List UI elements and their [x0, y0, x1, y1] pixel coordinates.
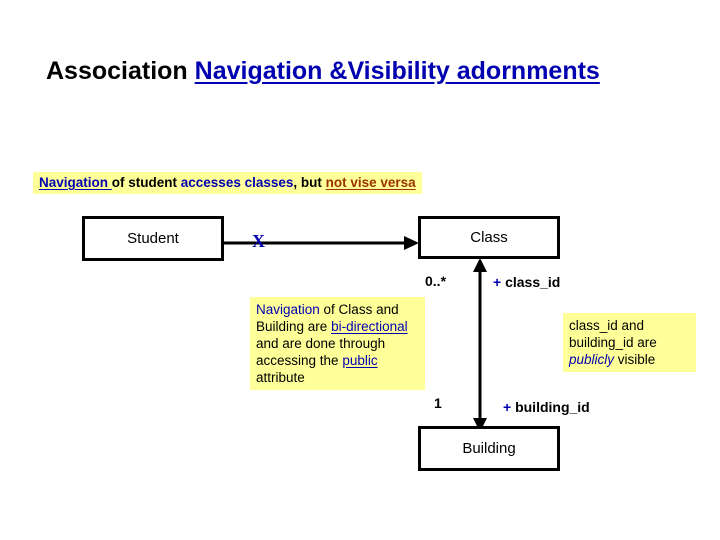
uml-class-student-label: Student	[127, 230, 179, 247]
note-left-segment-attribute: attribute	[256, 370, 305, 385]
uml-class-building[interactable]: Building	[418, 426, 560, 471]
uml-class-class[interactable]: Class	[418, 216, 560, 259]
title-text-association: Association	[46, 57, 195, 85]
visibility-label-building-id: + building_id	[503, 399, 590, 415]
arrowhead-to-class	[404, 236, 419, 250]
page-title: Association Navigation &Visibility adorn…	[46, 57, 600, 86]
note-right-segment-visible: visible	[614, 352, 656, 367]
uml-class-building-label: Building	[462, 440, 516, 457]
banner-segment-of-student: of student	[111, 175, 181, 190]
note-left-segment-class-building: of Class and Building are	[256, 302, 399, 334]
arrowhead-to-building	[473, 418, 487, 432]
visibility-name-building-id: building_id	[515, 399, 590, 415]
note-left-segment-public: public	[342, 353, 378, 368]
note-navigation-bidirectional: Navigation of Class and Building are bi-…	[250, 297, 425, 390]
title-text-navigation-visibility: Navigation &Visibility adornments	[194, 57, 600, 85]
multiplicity-class-end: 0..*	[425, 273, 447, 289]
visibility-name-class-id: class_id	[505, 274, 561, 290]
visibility-label-class-id: + class_id	[493, 274, 560, 290]
note-left-segment-navigation: Navigation	[256, 302, 320, 317]
uml-class-class-label: Class	[470, 229, 508, 246]
banner-segment-accesses-classes: accesses classes	[180, 175, 294, 190]
banner-segment-but: , but	[293, 175, 326, 190]
banner-segment-navigation: Navigation	[39, 175, 112, 190]
banner-segment-not-vise-versa: not vise versa	[325, 175, 416, 190]
caption-banner: Navigation of student accesses classes, …	[33, 172, 422, 194]
note-left-segment-accessing: and are done through accessing the	[256, 336, 386, 368]
note-publicly-visible: class_id and building_id are publicly vi…	[563, 313, 696, 372]
visibility-plus-icon-building-id: +	[503, 399, 512, 415]
multiplicity-building-end: 1	[434, 395, 442, 411]
note-left-segment-bidirectional: bi-directional	[331, 319, 408, 334]
note-right-segment-ids: class_id and building_id are	[569, 318, 657, 350]
uml-class-student[interactable]: Student	[82, 216, 224, 261]
visibility-plus-icon-class-id: +	[493, 274, 502, 290]
note-right-segment-publicly: publicly	[569, 352, 615, 367]
arrowhead-to-class-bottom	[473, 258, 487, 272]
navigation-blocked-x-icon: X	[252, 231, 265, 251]
